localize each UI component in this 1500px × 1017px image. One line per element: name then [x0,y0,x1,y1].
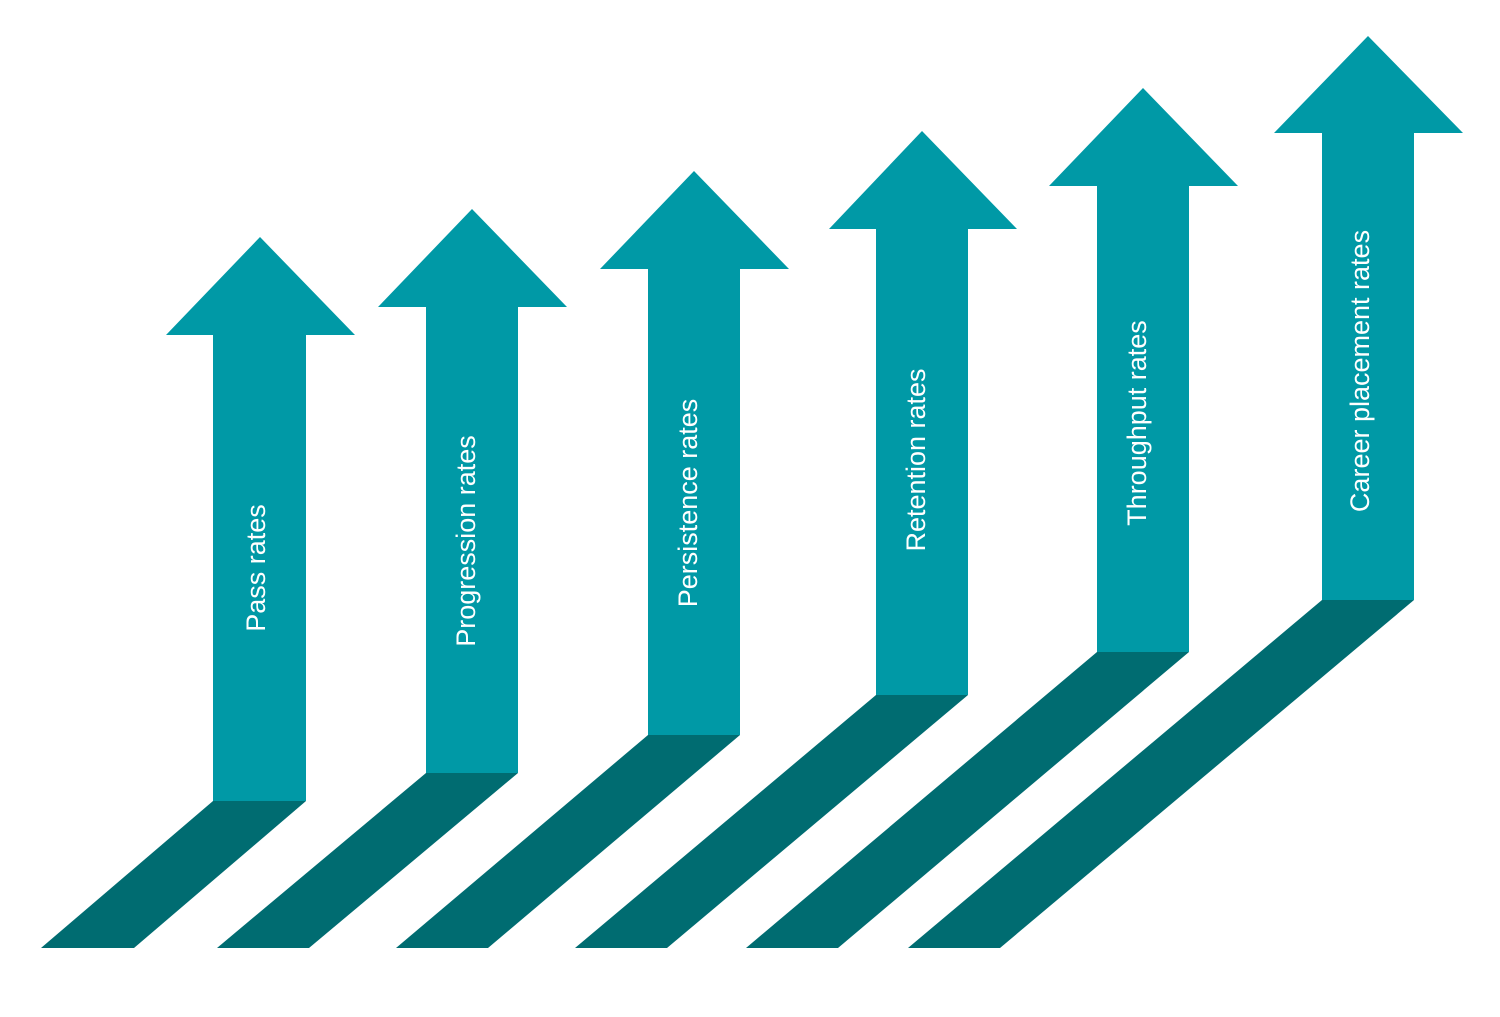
arrow-shadow [217,773,518,948]
arrow-throughput-rates: Throughput rates [746,88,1238,948]
arrow-shadow [908,600,1414,948]
arrow-body [876,229,968,695]
arrow-head [1274,36,1463,133]
arrow-label: Retention rates [901,368,931,551]
arrow-pass-rates: Pass rates [41,237,355,948]
arrow-shadow [575,695,968,948]
arrow-head [378,209,567,307]
arrow-progression-rates: Progression rates [217,209,567,948]
arrow-shadow [41,801,306,948]
arrow-shadow [396,735,740,948]
arrow-body [1322,133,1414,600]
arrow-shadow [746,652,1189,948]
arrow-label: Pass rates [241,504,271,632]
arrow-body [213,335,306,801]
arrow-label: Career placement rates [1345,230,1375,512]
arrow-body [1097,186,1189,652]
arrow-body [648,269,740,735]
arrow-persistence-rates: Persistence rates [396,171,789,948]
arrow-head [1049,88,1238,186]
arrow-head [600,171,789,269]
arrow-head [829,131,1017,229]
arrow-body [426,307,518,773]
arrow-career-placement-rates: Career placement rates [908,36,1463,948]
arrow-retention-rates: Retention rates [575,131,1017,948]
arrow-label: Throughput rates [1122,320,1152,526]
arrow-label: Persistence rates [673,399,703,608]
arrow-label: Progression rates [451,435,481,647]
arrow-head [166,237,355,335]
